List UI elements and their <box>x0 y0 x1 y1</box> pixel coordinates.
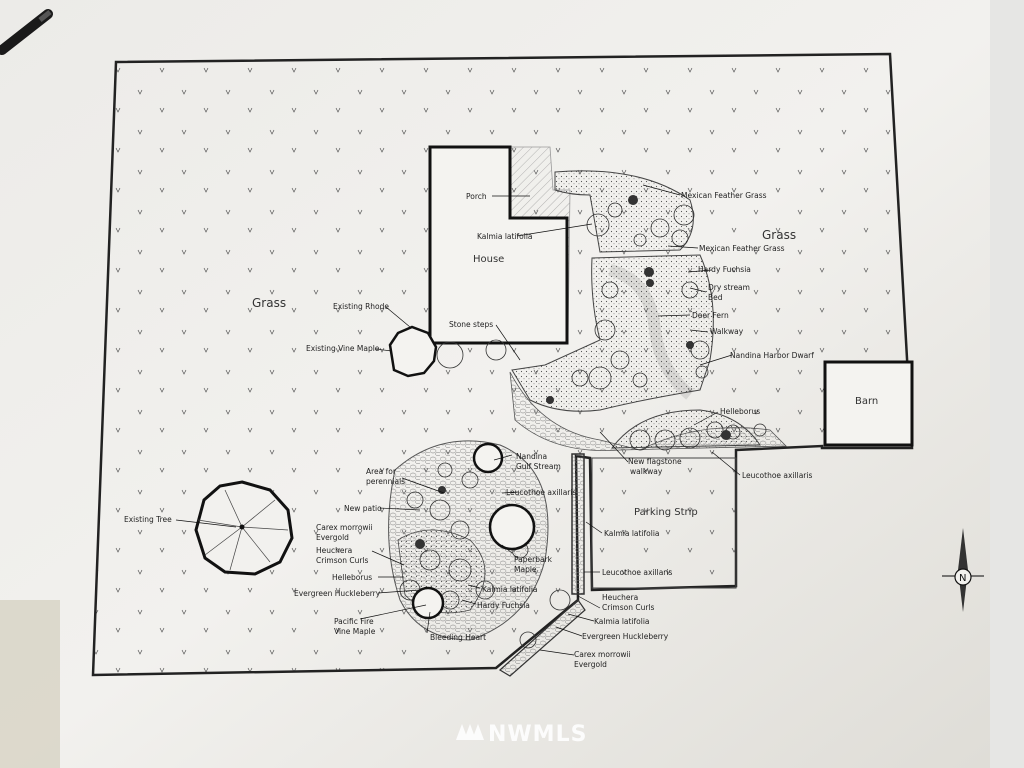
label-mexican-feather-1: Mexican Feather Grass <box>681 191 767 200</box>
label-paperbark-1: Paperbark <box>514 555 553 564</box>
label-leucothoe-right: Leucothoe axillaris <box>742 471 812 480</box>
barn <box>823 360 914 447</box>
label-bleeding-heart: Bleeding Heart <box>430 633 486 642</box>
label-leucothoe-mid: Leucothoe axillaris <box>506 488 576 497</box>
pen-icon <box>0 9 53 55</box>
nwmls-logo-icon <box>456 724 484 740</box>
label-new-flagstone-2: walkway <box>630 467 663 476</box>
upper-planting-bed <box>554 170 694 253</box>
label-pacific-fire-2: Vine Maple <box>334 627 376 636</box>
label-nandina-gulf-2: Gulf Stream <box>516 462 561 471</box>
label-evergreen-huckleberry-left: Evergreen Huckleberry <box>294 589 381 598</box>
label-helleborus-left: Helleborus <box>332 573 372 582</box>
label-carex-strip-2: Evergold <box>574 660 607 669</box>
label-hardy-fuchsia-patio: Hardy Fuchsia <box>477 601 530 610</box>
label-walkway: Walkway <box>710 327 744 336</box>
label-existing-tree: Existing Tree <box>124 515 172 524</box>
dark-plant-symbols <box>415 195 731 549</box>
north-arrow-icon: N <box>942 528 984 612</box>
label-heuchera-left-1: Heuchera <box>316 546 352 555</box>
label-kalmia-strip-1: Kalmia latifolia <box>604 529 660 538</box>
label-heuchera-left-2: Crimson Curls <box>316 556 369 565</box>
label-kalmia-patio: Kalmia latifolia <box>482 585 538 594</box>
grass-left-label: Grass <box>252 296 286 310</box>
label-hardy-fuchsia-top: Hardy Fuchsia <box>698 265 751 274</box>
label-evergreen-huckleberry-strip: Evergreen Huckleberry <box>582 632 669 641</box>
label-helleborus-top: Helleborus <box>720 407 760 416</box>
dry-stream-bed <box>511 254 714 412</box>
label-nandina-gulf-1: Nandina <box>516 452 547 461</box>
label-nandina-harbor: Nandina Harbor Dwarf <box>730 351 814 360</box>
label-carex-strip-1: Carex morrowii <box>574 650 631 659</box>
label-stone-steps: Stone steps <box>449 320 493 329</box>
nwmls-watermark: NWMLS <box>456 722 587 747</box>
parking-strip <box>591 457 737 589</box>
label-dry-stream-1: Dry stream <box>708 283 750 292</box>
label-kalmia-house: Kalmia latifolia <box>477 232 533 241</box>
house-label: House <box>473 254 504 265</box>
plant-symbols <box>399 202 767 649</box>
label-existing-rhode: Existing Rhode <box>333 302 389 311</box>
label-heuchera-strip-1: Heuchera <box>602 593 638 602</box>
parking-strip-label: Parking Strip <box>634 507 698 518</box>
label-dry-stream-2: Bed <box>708 293 723 302</box>
label-area-perennials-2: perennials <box>366 477 405 486</box>
label-carex-left-2: Evergold <box>316 533 349 542</box>
label-paperbark-2: Maple <box>514 565 537 574</box>
label-kalmia-strip-2: Kalmia latifolia <box>594 617 650 626</box>
label-new-flagstone-1: New flagstone <box>628 457 682 466</box>
existing-tree <box>194 480 294 576</box>
house <box>428 145 571 345</box>
parking-strip-edge <box>571 453 585 595</box>
nwmls-watermark-text: NWMLS <box>488 722 587 747</box>
label-existing-vine-maple: Existing Vine Maple <box>306 344 380 353</box>
label-mexican-feather-2: Mexican Feather Grass <box>699 244 785 253</box>
existing-vine-maple-shrub <box>388 325 438 378</box>
shrubs <box>388 325 536 620</box>
label-carex-left-1: Carex morrowii <box>316 523 373 532</box>
barn-label: Barn <box>855 396 878 407</box>
leader-lines <box>175 184 741 656</box>
label-heuchera-strip-2: Crimson Curls <box>602 603 655 612</box>
compass-north-label: N <box>959 573 966 584</box>
label-pacific-fire-1: Pacific Fire <box>334 617 374 626</box>
label-porch: Porch <box>466 192 487 201</box>
label-area-perennials-1: Area for <box>366 467 397 476</box>
label-new-patio: New patio <box>344 504 382 513</box>
label-leucothoe-strip: Leucothoe axillaris <box>602 568 672 577</box>
label-deer-fern: Deer Fern <box>692 311 729 320</box>
grass-right-label: Grass <box>762 228 796 242</box>
